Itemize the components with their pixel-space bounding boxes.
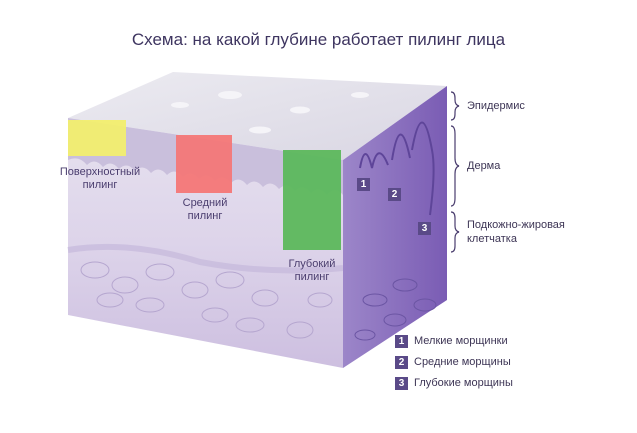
marker-1: 1: [357, 178, 370, 191]
surface-peel-label: Поверхностный пилинг: [59, 166, 141, 191]
layer-brackets: [450, 91, 460, 253]
legend-badge: 1: [395, 335, 408, 348]
legend-text: Мелкие морщинки: [414, 335, 508, 347]
legend-text: Средние морщины: [414, 356, 511, 368]
medium-peel-label: Средний пилинг: [182, 197, 228, 222]
legend-badge: 3: [395, 377, 408, 390]
medium-peel-bar: [176, 135, 232, 193]
legend-item-3: 3 Глубокие морщины: [395, 377, 513, 390]
dermis-label: Дерма: [467, 160, 501, 172]
legend-item-1: 1 Мелкие морщинки: [395, 335, 508, 348]
deep-peel-bar: [283, 150, 341, 250]
deep-peel-label: Глубокий пилинг: [288, 258, 336, 283]
marker-3: 3: [418, 222, 431, 235]
fat-cells-texture: [80, 261, 333, 339]
dermis-wrinkle-loops: [359, 121, 435, 216]
legend-badge: 2: [395, 356, 408, 369]
subcutaneous-label: Подкожно-жировая клетчатка: [467, 219, 565, 245]
diagram-title: Схема: на какой глубине работает пилинг …: [131, 30, 506, 49]
legend-text: Глубокие морщины: [414, 377, 513, 389]
legend-item-2: 2 Средние морщины: [395, 356, 511, 369]
epidermis-label: Эпидермис: [467, 100, 525, 112]
surface-peel-bar: [68, 120, 126, 156]
marker-2: 2: [388, 188, 401, 201]
